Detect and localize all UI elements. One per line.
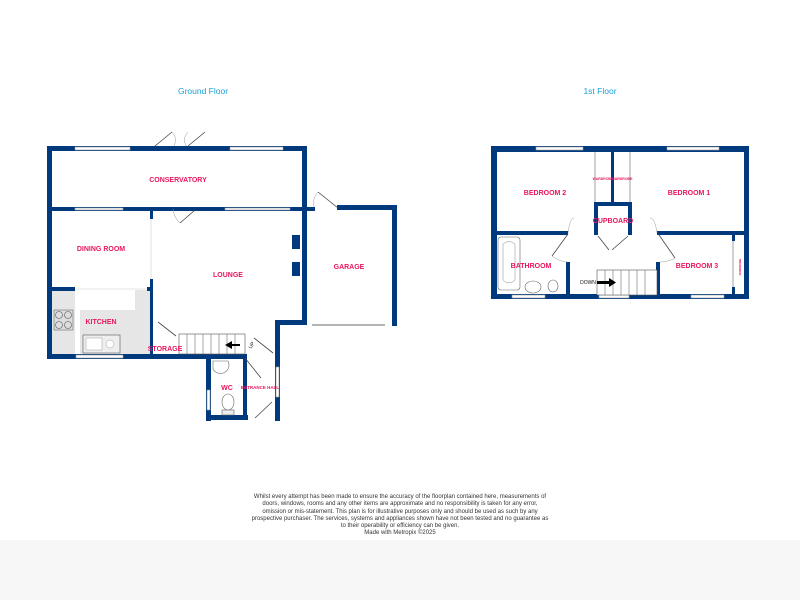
sink-icon xyxy=(82,334,121,354)
room-storage: STORAGE xyxy=(148,346,183,353)
first-stairs: DOWN xyxy=(580,269,658,296)
basin-icon xyxy=(524,280,542,294)
first-floor-plan: WARDROBE WARDROBE WARDROBE DOWN BEDROOM … xyxy=(491,146,749,299)
hob-icon xyxy=(53,309,74,331)
room-bedroom-3: BEDROOM 3 xyxy=(676,263,719,270)
room-bedroom-2: BEDROOM 2 xyxy=(524,190,567,197)
ground-stairs: UP xyxy=(178,333,257,355)
credit-text: Made with Metropix ©2025 xyxy=(364,530,436,537)
stairs-up-label: UP xyxy=(248,340,257,350)
room-garage: GARAGE xyxy=(334,264,365,271)
room-bedroom-1: BEDROOM 1 xyxy=(668,190,711,197)
ground-floor-plan: UP CONSERVATORY DINING ROOM LOUNGE GARAG… xyxy=(47,131,397,421)
toilet-icon xyxy=(221,393,235,416)
first-floor-title: 1st Floor xyxy=(583,86,616,96)
wardrobe-label-1: WARDROBE xyxy=(593,177,614,181)
footer-band xyxy=(0,540,800,600)
wardrobe-label-3: WARDROBE xyxy=(738,259,742,276)
disclaimer: Whilst every attempt has been made to en… xyxy=(250,494,550,538)
bath-icon xyxy=(497,236,521,291)
wc-basin-icon xyxy=(212,360,230,374)
room-cupboard: CUPBOARD xyxy=(593,218,633,225)
room-lounge: LOUNGE xyxy=(213,272,243,279)
ground-floor-title: Ground Floor xyxy=(178,86,228,96)
room-conservatory: CONSERVATORY xyxy=(149,177,207,184)
room-dining-room: DINING ROOM xyxy=(77,246,125,253)
room-wc: WC xyxy=(221,385,233,392)
room-kitchen: KITCHEN xyxy=(85,319,116,326)
wardrobe-label-2: WARDROBE xyxy=(612,177,633,181)
stairs-down-label: DOWN xyxy=(580,280,596,286)
room-entrance-hall: ENTRANCE HALL xyxy=(241,385,279,390)
room-bathroom: BATHROOM xyxy=(511,263,552,270)
toilet-icon-first xyxy=(547,279,559,293)
disclaimer-text: Whilst every attempt has been made to en… xyxy=(251,494,549,530)
